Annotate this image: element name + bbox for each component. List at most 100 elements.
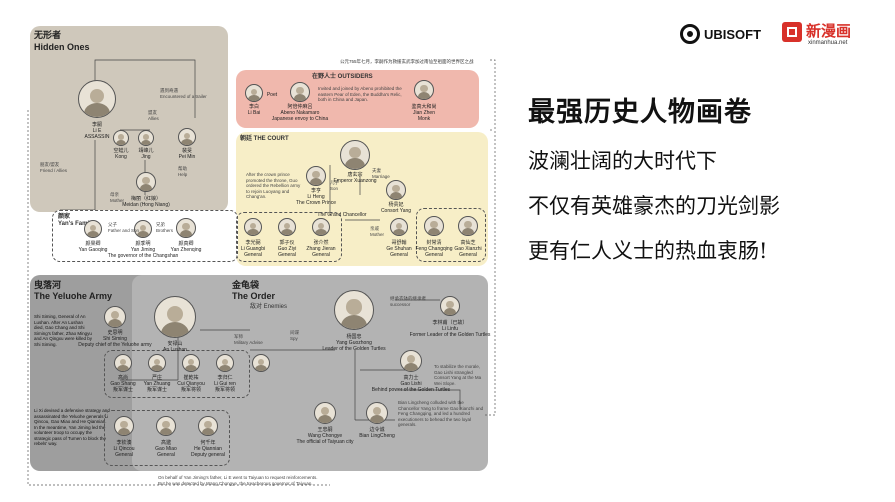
avatar-li-qincou[interactable] xyxy=(114,416,134,436)
friend-label: 朋友/盟友 Friend / Allies xyxy=(40,162,68,173)
wang-chongye-role: The official of Taiyuan city xyxy=(296,439,354,445)
defense-note: Li Xi devised a defensive strategy and a… xyxy=(34,408,110,446)
consort-yang-en: Consort Yang xyxy=(380,208,412,214)
li-guangbi-en: Li Guangbi xyxy=(240,246,266,252)
zhang-jieran-en: Zhang Jieran xyxy=(306,246,336,252)
guo-ziyi-role: General xyxy=(278,252,296,258)
avatar-feng-changqing[interactable] xyxy=(424,216,444,236)
jing-cn: 靖峰儿 xyxy=(138,148,154,154)
avatar-yan-jiming[interactable] xyxy=(134,220,152,238)
yan-gaoqing-cn: 颜杲卿 xyxy=(85,241,101,247)
li-heng-cn: 李亨 xyxy=(310,188,322,194)
avatar-bian-lingcheng[interactable] xyxy=(366,402,388,424)
avatar-kong[interactable] xyxy=(113,130,129,146)
court-title: 朝廷 THE COURT xyxy=(240,136,289,142)
chancellor-role: The Grand Chancellor xyxy=(317,212,367,218)
encounter-label: 遇到奇遇 Encountered of a trailer xyxy=(160,88,207,99)
he-qiannian-role: Deputy general xyxy=(191,452,225,458)
avatar-cui-qianyou[interactable] xyxy=(182,354,200,372)
bian-note: Bian Lingcheng colluded with the Chancel… xyxy=(398,400,484,427)
yeluohe-generals-box xyxy=(104,410,230,466)
guo-ziyi-en: Guo Ziyi xyxy=(277,246,297,252)
li-heng-en: Li Heng xyxy=(307,194,325,200)
hidden-ones-panel xyxy=(30,26,228,212)
avatar-li-guiren[interactable] xyxy=(216,354,234,372)
court-generals-right-box xyxy=(416,208,486,262)
li-linfu-cn: 李林甫（已故） xyxy=(432,320,468,326)
avatar-yan-zhenqing[interactable] xyxy=(176,218,196,238)
yang-guozhong-role: Leader of the Golden Turtles xyxy=(322,346,386,352)
avatar-li-guangbi[interactable] xyxy=(244,218,262,236)
help-label: 帮助 Help xyxy=(178,166,188,177)
jian-zhen-role: Monk xyxy=(417,116,431,122)
avatar-gao-xianzhi[interactable] xyxy=(458,216,478,236)
avatar-gao-shang[interactable] xyxy=(114,354,132,372)
hidden-ones-title-cn: 无形者 xyxy=(34,30,62,40)
avatar-yan-gaoqing[interactable] xyxy=(84,220,102,238)
li-e-cn: 李嗣 xyxy=(91,122,103,128)
avatar-yang-guozhong[interactable] xyxy=(334,290,374,330)
wang-chongye-cn: 王忠嗣 xyxy=(317,427,333,433)
marriage-tag: 夫妻 Marriage xyxy=(372,168,390,179)
an-lushan-en: An Lushan xyxy=(163,347,187,353)
li-qincou-cn: 李钦湊 xyxy=(116,440,132,446)
avatar-yan-zhuang-y[interactable] xyxy=(148,354,166,372)
cui-qianyou-role: 叛军将领 xyxy=(180,387,202,393)
ubisoft-logo: UBISOFT xyxy=(680,24,770,46)
deputy-note: Shi Siming, General of An Lushan. After … xyxy=(34,314,93,347)
top-note: 公元755年七月，李嗣作为救援玄武李加过南仙至祖面的世界区之战 xyxy=(340,59,474,64)
avatar-zhang-jieran[interactable] xyxy=(312,218,330,236)
avatar-li-bai[interactable] xyxy=(245,84,263,102)
yan-zhuang-y-cn: 严庄 xyxy=(151,375,163,381)
avatar-li-heng[interactable] xyxy=(306,166,326,186)
father-son-label: 父子 Father and Son xyxy=(108,222,140,233)
yan-zhuang-y-role: 叛军谋士 xyxy=(146,387,168,393)
avatar-abeno[interactable] xyxy=(290,82,310,102)
xinmanhua-emblem-mark-icon xyxy=(787,27,797,37)
hidden-ones-title-en: Hidden Ones xyxy=(34,42,90,52)
li-bai-cn: 李白 xyxy=(248,104,260,110)
avatar-emperor-xuanzong[interactable] xyxy=(340,140,370,170)
feng-changqing-role: General xyxy=(425,252,443,258)
gao-shang-cn: 高尚 xyxy=(117,375,129,381)
ge-shuhan-cn: 哥舒翰 xyxy=(391,240,407,246)
prince-note: After the crown prince promoted the thro… xyxy=(246,172,301,199)
meidan-cn: 梅丽（红娘） xyxy=(130,196,162,202)
avatar-guo-ziyi[interactable] xyxy=(278,218,296,236)
slogan-line-2: 不仅有英雄豪杰的刀光剑影 xyxy=(528,194,780,218)
yan-gaoqing-en: Yan Gaoqing xyxy=(78,247,108,253)
avatar-consort-yang[interactable] xyxy=(386,180,406,200)
feng-changqing-en: Feng Changqing xyxy=(415,246,453,252)
abeno-cn: 阿倍仲麻吕 xyxy=(287,104,313,110)
avatar-jing[interactable] xyxy=(138,130,154,146)
avatar-he-qiannian[interactable] xyxy=(198,416,218,436)
abeno-en: Abeno Nakamaro xyxy=(280,110,320,116)
yan-family-title-en: Yan's Family xyxy=(58,221,95,227)
avatar-meidan[interactable] xyxy=(136,172,156,192)
yan-family-box xyxy=(52,210,238,262)
yan-jiming-en: Yan Jiming xyxy=(130,247,156,253)
wang-chongye-en: Wang Chongye xyxy=(307,433,343,439)
ubisoft-swirl-icon xyxy=(680,24,700,44)
yan-family-title-cn: 颜家 xyxy=(58,214,71,220)
gao-lishi-role: Behind power of the Golden Turtles xyxy=(371,387,451,393)
yeluohe-members-box xyxy=(104,350,250,398)
outsiders-panel xyxy=(236,70,479,128)
consort-yang-cn: 杨贵妃 xyxy=(388,202,404,208)
avatar-jian-zhen[interactable] xyxy=(414,80,434,100)
avatar-wang-chongye[interactable] xyxy=(314,402,336,424)
avatar-shi-siming[interactable] xyxy=(104,306,126,328)
ge-shuhan-role: General xyxy=(390,252,408,258)
avatar-li-e[interactable] xyxy=(78,80,116,118)
avatar-li-linfu[interactable] xyxy=(440,296,460,316)
avatar-yan-zhuang[interactable] xyxy=(252,354,270,372)
ubisoft-swirl-inner-icon xyxy=(687,31,693,37)
emperor-en: Emperor Xuanzong xyxy=(333,178,377,184)
avatar-ge-shuhan[interactable] xyxy=(390,218,408,236)
avatar-an-lushan[interactable] xyxy=(154,296,196,338)
avatar-gao-lishi[interactable] xyxy=(400,350,422,372)
avatar-gao-miao[interactable] xyxy=(156,416,176,436)
kong-cn: 空蛙儿 xyxy=(113,148,129,154)
avatar-pei-min[interactable] xyxy=(178,128,196,146)
slogan-line-1: 波澜壮阔的大时代下 xyxy=(528,149,717,173)
